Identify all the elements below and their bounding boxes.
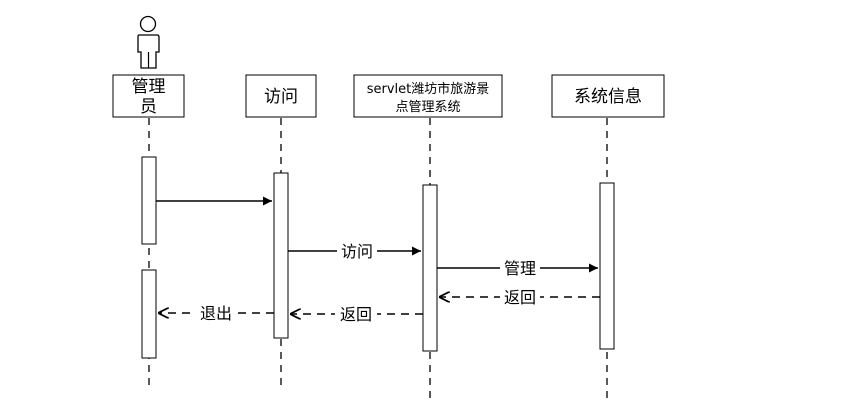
participant-visit-label: 访问 (264, 87, 298, 107)
participant-visit: 访问 (245, 74, 317, 118)
participant-info-label: 系统信息 (574, 87, 642, 107)
message-label-return-1: 返回 (504, 288, 536, 307)
activation-info (599, 182, 615, 350)
activation-admin-1 (141, 156, 157, 245)
message-label-exit: 退出 (200, 304, 232, 323)
participant-admin-label-2: 员 (140, 97, 157, 117)
message-label-return-2: 返回 (340, 305, 372, 324)
activation-system (422, 184, 438, 352)
participant-admin-label-1: 管理 (132, 77, 166, 97)
activation-admin-2 (141, 269, 157, 359)
activation-visit (273, 172, 289, 339)
message-label-manage: 管理 (504, 259, 536, 278)
actor-figure-icon (137, 15, 160, 69)
participant-system: servlet潍坊市旅游景 点管理系统 (353, 74, 503, 118)
participant-admin: 管理 员 (112, 74, 185, 118)
message-label-visit: 访问 (341, 242, 373, 261)
participant-system-label-1: servlet潍坊市旅游景 (367, 81, 490, 97)
participant-info: 系统信息 (551, 74, 665, 118)
participant-system-label-2: 点管理系统 (395, 100, 460, 115)
